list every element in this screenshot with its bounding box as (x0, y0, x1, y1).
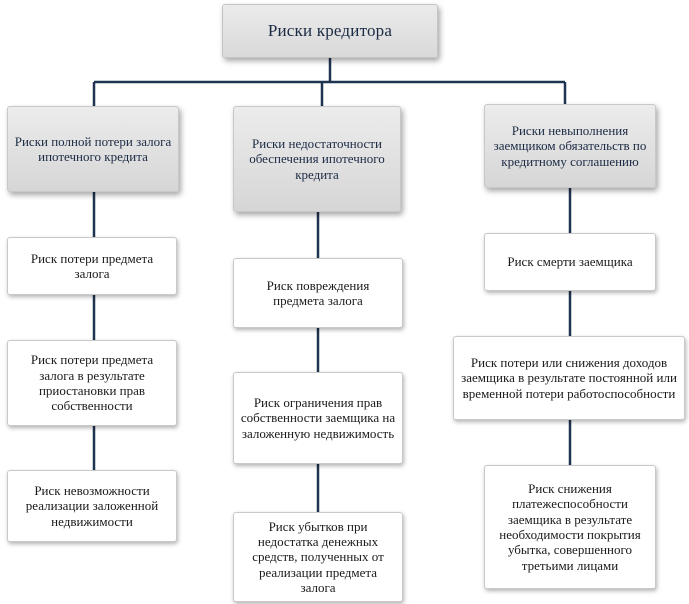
risk-node-2-2: Риск ограничения прав собственности заем… (233, 372, 403, 464)
category-node-2: Риски недостаточности обеспечения ипотеч… (233, 106, 401, 212)
risk-node-3-1: Риск смерти заемщика (484, 233, 656, 291)
risk-node-2-1: Риск повреждения предмета залога (233, 258, 403, 328)
risk-node-1-2: Риск потери предмета залога в результате… (7, 340, 177, 426)
risk-node-2-3: Риск убытков при недостатка денежных сре… (233, 512, 403, 602)
risk-node-3-3: Риск снижения платежеспособности заемщик… (484, 465, 656, 589)
risk-node-1-3: Риск невозможности реализации заложенной… (7, 470, 177, 542)
root-node: Риски кредитора (222, 4, 438, 58)
category-node-1: Риски полной потери залога ипотечного кр… (7, 106, 179, 192)
risk-node-3-2: Риск потери или снижения доходов заемщик… (453, 336, 685, 420)
risk-node-1-1: Риск потери предмета залога (7, 237, 177, 295)
category-node-3: Риски невыполнения заемщиком обязательст… (484, 104, 656, 188)
